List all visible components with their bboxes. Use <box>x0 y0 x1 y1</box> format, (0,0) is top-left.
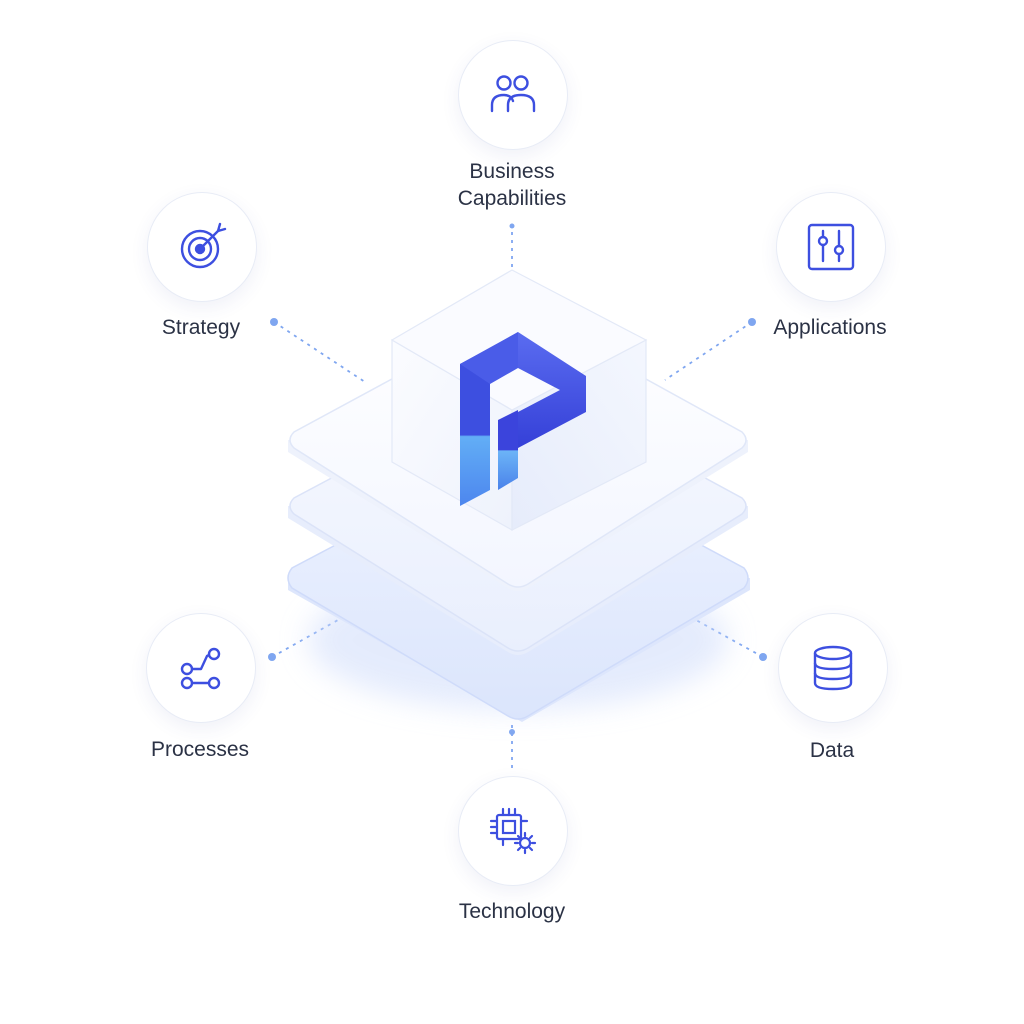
people-icon <box>490 75 536 113</box>
business-capabilities-label: Business Capabilities <box>412 158 612 212</box>
database-icon <box>813 645 853 691</box>
technology-node[interactable] <box>458 776 568 886</box>
p-logo-icon <box>460 332 586 506</box>
chip-gear-icon <box>489 807 537 855</box>
applications-node[interactable] <box>776 192 886 302</box>
applications-label: Applications <box>773 316 887 339</box>
business-capabilities-node[interactable] <box>458 40 568 150</box>
technology-label: Technology <box>458 900 566 923</box>
processes-node[interactable] <box>146 613 256 723</box>
processes-label: Processes <box>150 738 250 761</box>
data-label: Data <box>809 739 855 762</box>
business-capabilities-label-line2: Capabilities <box>457 187 567 210</box>
business-capabilities-label-line1: Business <box>469 160 555 183</box>
data-node[interactable] <box>778 613 888 723</box>
app-panel-icon <box>807 223 855 271</box>
target-icon <box>180 222 227 269</box>
process-flow-icon <box>180 647 221 690</box>
strategy-label: Strategy <box>161 316 241 339</box>
strategy-node[interactable] <box>147 192 257 302</box>
connector-applications <box>664 321 753 381</box>
connector-lines <box>271 224 764 768</box>
connector-strategy <box>273 321 366 383</box>
connector-dots <box>268 223 767 735</box>
